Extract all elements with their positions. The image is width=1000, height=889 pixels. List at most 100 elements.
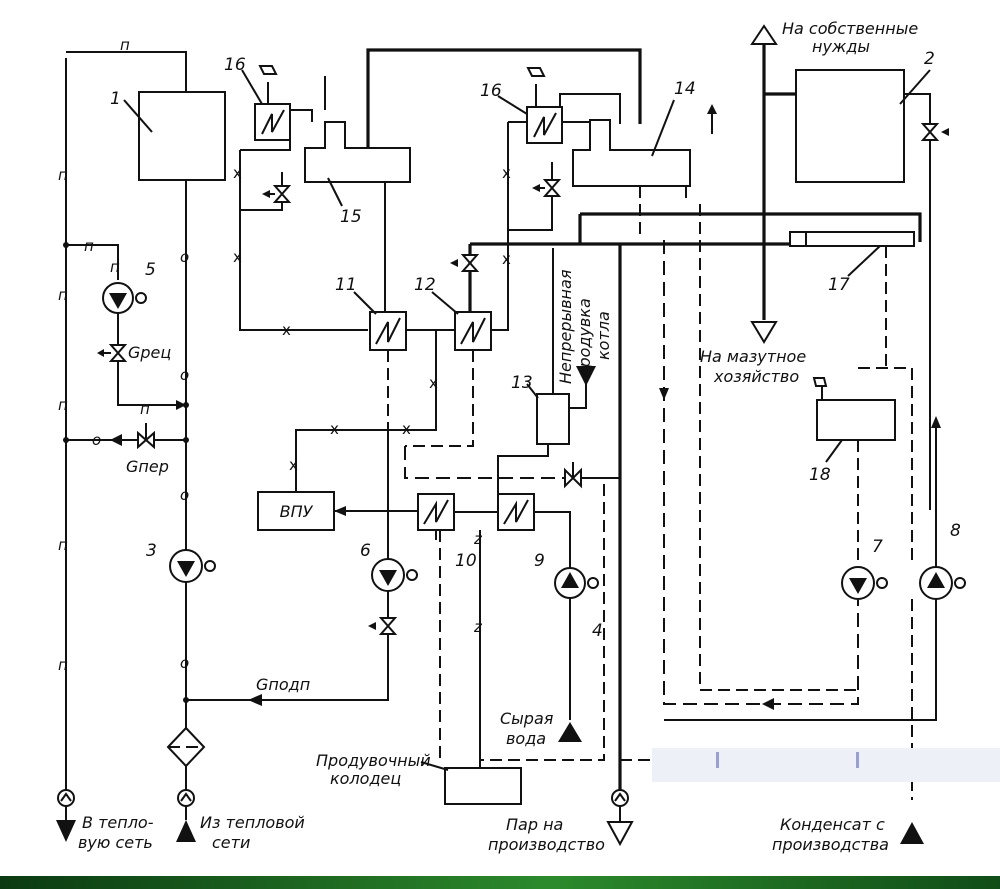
scan-strip — [652, 748, 1000, 782]
caption-raw-water-1: Сырая — [500, 709, 554, 728]
deaerator-15 — [304, 121, 411, 183]
boiler2-right-line — [904, 93, 931, 216]
drain-well-section — [420, 478, 666, 847]
valve-15-icon — [272, 185, 292, 203]
condensate-loop-hx — [404, 446, 604, 479]
junction-dot — [63, 437, 69, 443]
deaerator-15-steam-valve-line — [240, 172, 283, 211]
label-unit-5: 5 — [145, 260, 156, 280]
vpu-label: ВПУ — [280, 502, 314, 521]
code-x: х — [282, 321, 291, 339]
code-p: п — [110, 258, 120, 276]
bypass-arrow-icon — [110, 434, 122, 446]
leader-13 — [526, 383, 539, 399]
code-x: х — [402, 420, 411, 438]
junction-dot — [183, 437, 189, 443]
code-p: п — [84, 237, 94, 255]
valve-pump6-icon — [378, 617, 398, 635]
leader-14 — [651, 99, 675, 157]
pump-6-motor — [406, 569, 418, 581]
caption-own-needs-1: На собственные — [782, 19, 918, 38]
pump-3-arrow-icon — [177, 561, 195, 577]
drain-well — [444, 767, 522, 805]
caption-blowdown-1: Непрерывная — [556, 269, 575, 384]
boiler1-supply-loop — [66, 51, 187, 92]
label-unit-11: 11 — [335, 275, 357, 295]
pump-5-arrow-icon — [109, 293, 127, 309]
junction-dot — [183, 697, 189, 703]
heat-exchanger-12-coil — [460, 317, 486, 345]
code-x: х — [429, 374, 438, 392]
leader-17 — [847, 245, 881, 277]
caption-drain-well-1: Продувочный — [316, 751, 431, 770]
to-net-arrow-icon — [56, 820, 76, 842]
caption-blowdown-2: продувка — [575, 298, 594, 378]
condensate-arrow-icon — [900, 822, 924, 844]
code-p: п — [58, 286, 68, 304]
valve-hx12-handle — [450, 259, 458, 267]
flow-meter-to-net-mark — [60, 792, 72, 802]
caption-raw-water-2: вода — [506, 729, 546, 748]
leader-12 — [431, 291, 459, 315]
code-x: х — [502, 164, 511, 182]
condensate-return-arrow-icon — [762, 698, 774, 710]
code-x: х — [502, 250, 511, 268]
valve-14-icon — [542, 179, 562, 197]
caption-drain-well-2: колодец — [330, 769, 401, 788]
valve-rec-handle — [97, 349, 104, 357]
label-unit-16a: 16 — [224, 55, 246, 75]
pump-5-motor — [135, 292, 147, 304]
caption-from-net-1: Из тепловой — [200, 813, 305, 832]
exchangers-11-12 — [295, 244, 509, 560]
label-unit-2: 2 — [924, 49, 935, 69]
caption-steam-prod-2: производство — [488, 835, 605, 854]
scan-mark — [856, 752, 859, 768]
code-x: х — [330, 420, 339, 438]
steam-own-needs-arrow-icon — [750, 24, 778, 45]
valve-boiler2-icon — [920, 123, 940, 141]
hx12-condensate — [405, 350, 474, 447]
caption-mazut-2: хозяйство — [713, 367, 799, 386]
vapor-cooler-16b-coil — [533, 112, 557, 138]
deaerator-15-group — [239, 48, 642, 331]
heat-exchanger-11-coil — [375, 317, 401, 345]
code-p: п — [140, 400, 150, 418]
label-g-rec: Gрец — [128, 343, 171, 362]
steam-header-top — [366, 48, 642, 148]
vent-flag-16b-icon — [526, 67, 546, 77]
caption-condensate-1: Конденсат с — [780, 815, 885, 834]
valve-pump6-handle — [368, 622, 376, 630]
caption-blowdown-3: котла — [594, 311, 613, 360]
steam-mazut-arrow-icon — [750, 321, 778, 344]
code-o: о — [180, 366, 189, 384]
code-x: х — [233, 248, 242, 266]
mazut-tank-flag-icon — [812, 377, 828, 387]
code-o: о — [92, 431, 101, 449]
mazut-heater-17-inlet — [789, 231, 807, 247]
label-unit-4: 4 — [592, 621, 603, 641]
blowdown-in — [569, 376, 587, 409]
label-unit-8: 8 — [950, 521, 961, 541]
boiler-1 — [138, 91, 226, 181]
deaerator-14 — [572, 119, 691, 187]
leader-2 — [899, 69, 931, 105]
vapor-cooler-16a-coil — [261, 109, 285, 135]
blowdown-separator-13 — [536, 393, 570, 445]
scan-marks — [652, 748, 1000, 782]
caption-from-net-2: сети — [212, 833, 250, 852]
heating-network-section — [56, 51, 389, 842]
pump-4-motor — [587, 577, 599, 589]
hx12-right-out — [491, 250, 509, 331]
caption-condensate-2: производства — [772, 835, 889, 854]
label-unit-17: 17 — [828, 275, 850, 295]
valve-14-handle — [532, 184, 540, 192]
leader-16b — [497, 95, 528, 115]
cooler-16b-top — [559, 93, 621, 124]
deaerator-15-vent-line — [240, 140, 291, 151]
pump-7-motor — [876, 577, 888, 589]
recirculation-branch — [66, 244, 119, 280]
condensate-return-loop — [663, 240, 859, 705]
label-unit-10: 10 — [455, 551, 477, 571]
pump-8-arrow-icon — [927, 572, 945, 588]
vpu-arrow-icon — [334, 506, 346, 516]
